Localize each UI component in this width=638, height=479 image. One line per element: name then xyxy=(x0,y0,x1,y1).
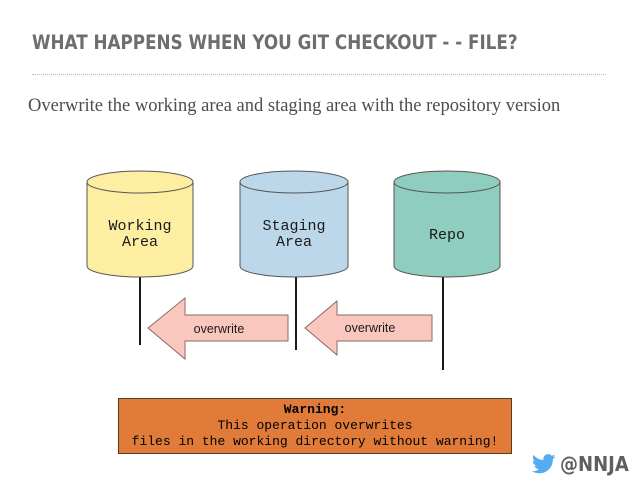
working-area-label-line1: Working xyxy=(108,218,171,235)
overwrite-arrow-working: overwrite xyxy=(147,296,289,361)
twitter-bird-icon xyxy=(532,454,556,474)
slide-title: WHAT HAPPENS WHEN YOU GIT CHECKOUT - - F… xyxy=(32,31,518,54)
working-area-label-line2: Area xyxy=(122,234,158,251)
slide-subtitle: Overwrite the working area and staging a… xyxy=(28,96,561,116)
staging-area-label-line2: Area xyxy=(276,234,312,251)
handle-text: @NNJA xyxy=(560,452,629,476)
warning-line-1: This operation overwrites xyxy=(217,418,413,433)
working-area-cylinder: Working Area xyxy=(86,170,194,278)
staging-area-cylinder: Staging Area xyxy=(239,170,349,278)
overwrite-label-staging: overwrite xyxy=(345,321,396,335)
overwrite-label-working: overwrite xyxy=(194,322,245,336)
warning-line-2: files in the working directory without w… xyxy=(131,434,499,449)
warning-box: Warning: This operation overwrites files… xyxy=(118,398,512,454)
staging-area-label-line1: Staging xyxy=(262,218,325,235)
overwrite-arrow-staging: overwrite xyxy=(304,299,433,357)
repo-label: Repo xyxy=(429,227,465,244)
twitter-handle: @NNJA xyxy=(532,452,636,476)
repo-cylinder: Repo xyxy=(393,170,501,278)
title-divider xyxy=(32,74,606,75)
warning-title: Warning: xyxy=(283,402,347,417)
